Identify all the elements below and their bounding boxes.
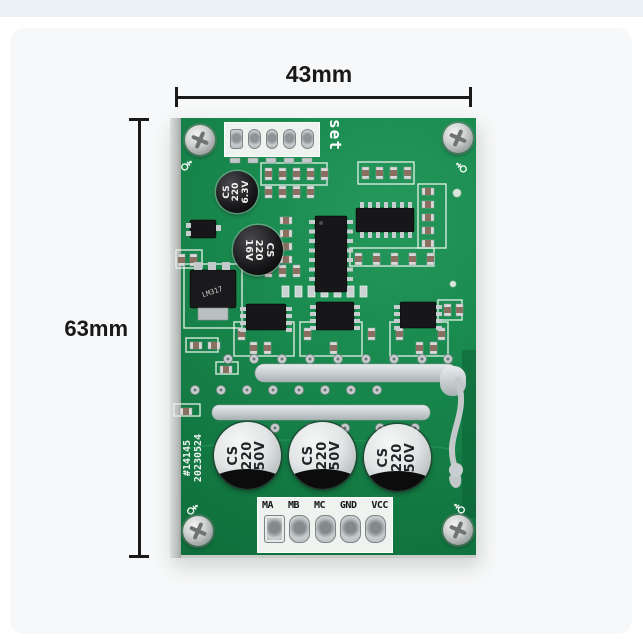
capacitor-sleeve xyxy=(364,471,431,491)
motor-connector: MA MB MC GND VCC xyxy=(257,497,393,553)
mounting-screw-bottom-left xyxy=(183,516,213,546)
mounting-screw-top-left xyxy=(185,125,215,155)
cap-label-line: 6.3V xyxy=(240,180,251,204)
pin-label-ma: MA xyxy=(262,500,274,511)
mounting-screw-bottom-right xyxy=(443,515,473,545)
cap-label-line: 220 xyxy=(253,239,265,261)
pin-label-mc: MC xyxy=(313,500,326,511)
capacitor-sleeve xyxy=(214,469,281,489)
connector-pin-labels: MA MB MC GND VCC xyxy=(258,500,392,511)
connector-pad xyxy=(283,129,297,149)
height-dimension-label: 63mm xyxy=(64,316,128,341)
capacitor-sleeve xyxy=(289,469,356,489)
cap-label-line: CS xyxy=(226,445,242,466)
connector-pad xyxy=(339,515,361,543)
pin-label-mb: MB xyxy=(287,500,300,511)
pin-label-gnd: GND xyxy=(339,500,357,511)
connector-pad xyxy=(301,129,314,149)
screw-outline-icon xyxy=(187,504,198,515)
height-dimension-tick-top xyxy=(129,118,149,121)
connector-pad xyxy=(264,515,285,543)
set-silkscreen-label: set xyxy=(326,119,345,151)
width-dimension-tick-left xyxy=(175,87,178,107)
serial-silkscreen: #14145 20230524 xyxy=(182,422,206,494)
cap-label-line: 50V xyxy=(328,440,344,471)
screw-outline-icon xyxy=(454,503,465,514)
width-dimension-line xyxy=(177,96,471,99)
pin-label-vcc: VCC xyxy=(371,500,388,511)
screw-outline-icon xyxy=(181,160,192,171)
set-connector xyxy=(224,122,320,157)
cap-label-line: 50V xyxy=(253,440,269,471)
height-dimension-line xyxy=(138,120,141,558)
serial-date: 20230524 xyxy=(193,433,204,483)
width-dimension-tick-right xyxy=(469,87,472,107)
connector-pad xyxy=(314,515,336,543)
cap-label-line: 220 xyxy=(389,443,405,472)
serial-number: #14145 xyxy=(182,439,193,477)
cap-label-line: CS xyxy=(263,242,275,258)
cap-label-line: CS xyxy=(376,447,392,468)
page-top-strip xyxy=(0,0,643,17)
screw-outline-icon xyxy=(456,162,467,173)
connector-pad xyxy=(247,129,261,149)
cap-label-line: 220 xyxy=(239,441,255,470)
pcb-side-edge xyxy=(170,118,182,558)
cap-label-line: 50V xyxy=(403,442,419,473)
height-dimension-tick-bottom xyxy=(129,555,149,558)
cap-label-line: 220 xyxy=(314,441,330,470)
width-dimension-label: 43mm xyxy=(285,61,353,87)
connector-pad xyxy=(265,129,279,149)
connector-pads xyxy=(258,515,392,543)
connector-pad xyxy=(230,129,243,149)
cap-label-line: 16V xyxy=(242,239,254,261)
pcb-components-texture: LM317 xyxy=(173,157,476,518)
connector-pad xyxy=(365,515,386,543)
connector-pad xyxy=(289,515,311,543)
mounting-screw-top-right xyxy=(443,123,473,153)
cap-label-line: CS xyxy=(301,445,317,466)
